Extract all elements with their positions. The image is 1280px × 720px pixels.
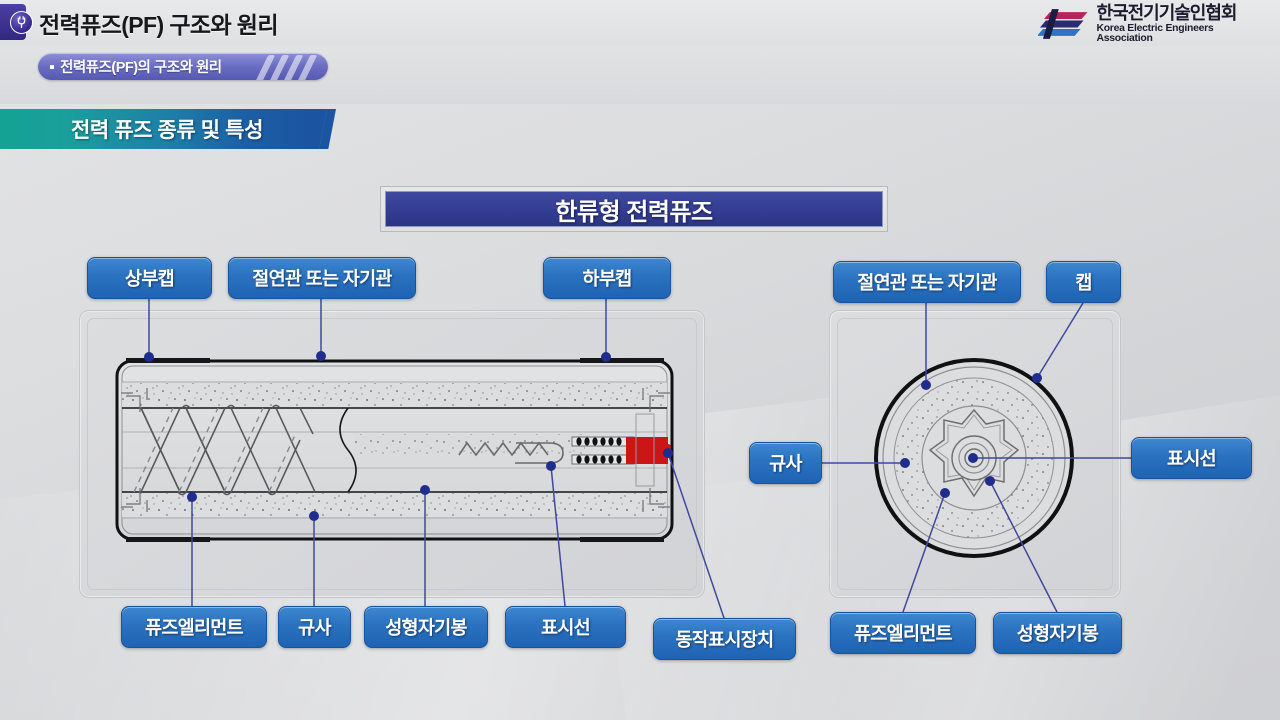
callout-label-fuse-element[interactable]: 퓨즈엘리먼트 bbox=[121, 606, 267, 648]
callout-label-indicator-line-r[interactable]: 표시선 bbox=[1131, 437, 1252, 479]
section-ribbon-label: 전력 퓨즈 종류 및 특성 bbox=[70, 119, 264, 142]
cross-section-panel-inner-border bbox=[837, 318, 1113, 590]
callout-label-insulating-tube-r[interactable]: 절연관 또는 자기관 bbox=[833, 261, 1021, 303]
diagram-title-plate: 한류형 전력퓨즈 bbox=[380, 186, 888, 232]
brand-logo: 한국전기기술인협회 Korea Electric Engineers Assoc… bbox=[1038, 4, 1270, 44]
callout-label-indicator-line[interactable]: 표시선 bbox=[505, 606, 626, 648]
callout-label-ceramic-rod-r[interactable]: 성형자기봉 bbox=[993, 612, 1122, 654]
section-ribbon bbox=[0, 109, 306, 149]
callout-label-text: 하부캡 bbox=[582, 268, 633, 289]
keea-logo-icon bbox=[1038, 9, 1088, 39]
callout-label-text: 퓨즈엘리먼트 bbox=[145, 617, 244, 638]
fuse-badge-icon bbox=[10, 11, 33, 34]
cross-section-diagram-panel bbox=[829, 310, 1121, 598]
callout-label-lower-cap[interactable]: 하부캡 bbox=[543, 257, 671, 299]
diagram-title-text: 한류형 전력퓨즈 bbox=[555, 198, 713, 226]
callout-label-text: 성형자기봉 bbox=[1016, 623, 1099, 644]
brand-name-en: Korea Electric Engineers Association bbox=[1096, 22, 1214, 44]
longitudinal-diagram-panel bbox=[79, 310, 705, 598]
subtitle-decorative-stripes bbox=[250, 53, 322, 80]
callout-label-text: 절연관 또는 자기관 bbox=[252, 268, 392, 289]
callout-label-text: 규사 bbox=[298, 617, 331, 638]
callout-label-operation-device[interactable]: 동작표시장치 bbox=[653, 618, 796, 660]
callout-label-ceramic-rod[interactable]: 성형자기봉 bbox=[364, 606, 488, 648]
callout-label-upper-cap[interactable]: 상부캡 bbox=[87, 257, 212, 299]
page-title: 전력퓨즈(PF) 구조와 원리 bbox=[39, 12, 279, 38]
callout-label-text: 절연관 또는 자기관 bbox=[857, 272, 997, 293]
callout-label-silica-sand-r[interactable]: 규사 bbox=[749, 442, 822, 484]
callout-label-text: 표시선 bbox=[1167, 448, 1217, 469]
callout-label-text: 표시선 bbox=[541, 617, 591, 638]
subtitle-label: 전력퓨즈(PF)의 구조와 원리 bbox=[60, 60, 222, 76]
brand-name-ko: 한국전기기술인협회 bbox=[1096, 2, 1237, 23]
callout-label-silica-sand[interactable]: 규사 bbox=[278, 606, 351, 648]
callout-label-text: 동작표시장치 bbox=[675, 629, 775, 650]
subtitle-pill[interactable]: 전력퓨즈(PF)의 구조와 원리 bbox=[38, 53, 328, 80]
callout-label-text: 성형자기봉 bbox=[385, 617, 467, 638]
subtitle-bullet-icon bbox=[50, 64, 54, 69]
callout-label-fuse-element-r[interactable]: 퓨즈엘리먼트 bbox=[830, 612, 976, 654]
callout-label-text: 캡 bbox=[1075, 272, 1092, 293]
longitudinal-panel-inner-border bbox=[87, 318, 697, 590]
callout-label-text: 규사 bbox=[769, 453, 802, 474]
callout-label-cap[interactable]: 캡 bbox=[1046, 261, 1121, 303]
callout-label-text: 퓨즈엘리먼트 bbox=[854, 623, 953, 644]
callout-label-text: 상부캡 bbox=[125, 268, 175, 289]
callout-label-insulating-tube[interactable]: 절연관 또는 자기관 bbox=[228, 257, 416, 299]
